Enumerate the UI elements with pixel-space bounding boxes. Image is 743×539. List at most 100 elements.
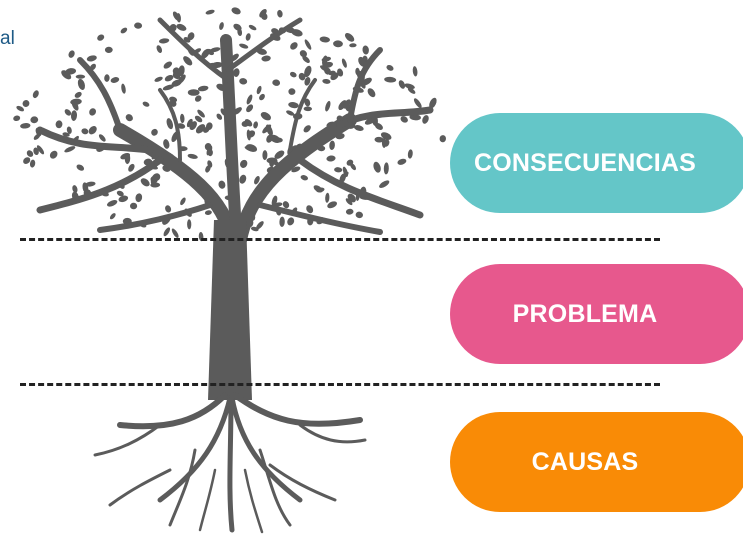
leaf [134,22,143,29]
leaf [303,106,312,112]
leaf [367,88,376,98]
leaf [262,150,268,161]
leaf [362,45,369,55]
leaf [412,66,418,77]
leaf [353,125,364,131]
leaf [383,139,390,147]
leaf [303,125,311,133]
leaf [218,180,226,189]
leaf [116,190,124,197]
leaf [163,227,171,237]
leaf [65,68,77,75]
leaf [342,166,349,177]
leaf [245,33,251,41]
leaf [195,124,206,134]
leaf [205,165,211,173]
leaf [304,98,311,107]
leaf [239,78,248,85]
leaf [350,163,357,171]
leaf [163,61,173,69]
problema-pill: PROBLEMA [450,264,743,364]
leaf [107,200,118,207]
leaf [32,90,39,99]
leaf [49,150,58,159]
leaf [349,43,357,48]
leaf [74,91,82,98]
leaf [272,79,281,86]
leaf [274,150,285,159]
leaf [180,197,186,206]
leaf [20,123,31,129]
leaf [291,29,303,37]
causas-label: CAUSAS [531,447,639,476]
leaf [256,85,262,95]
leaf [75,74,86,79]
leaf [358,56,366,67]
leaf [269,134,281,143]
leaf [265,124,273,136]
leaf [219,22,224,30]
leaf [271,195,278,207]
leaf [104,74,110,82]
leaf [407,149,413,159]
leaf [130,202,138,210]
leaf [288,88,296,95]
leaf [355,211,363,219]
leaf [125,114,133,122]
leaf [383,162,389,175]
leaf [72,185,78,193]
leaf [345,208,354,215]
leaf [364,117,376,125]
corner-cropped-text: al [0,28,15,49]
leaf [88,126,97,135]
leaf [197,85,209,92]
leaf [397,158,407,165]
leaf [26,150,34,157]
leaf [162,84,175,91]
leaf [326,155,336,162]
leaf [89,108,97,116]
leaf [260,12,268,20]
leaf [409,114,421,121]
leaf [384,76,397,83]
leaf [216,113,223,120]
leaf [120,27,128,34]
leaf [279,216,285,227]
causas-pill: CAUSAS [450,412,743,512]
leaf [33,147,39,156]
leaf [76,164,85,171]
leaf [158,38,170,44]
leaf [233,23,242,31]
leaf [150,173,159,185]
leaf [261,55,271,62]
leaf [240,159,248,168]
leaf [197,109,205,118]
leaf [194,95,202,102]
leaf [16,105,25,112]
leaf [209,47,221,53]
leaf [68,50,75,58]
leaf [13,115,21,122]
leaf [77,78,85,90]
leaf [81,128,89,135]
leaf [246,94,253,105]
leaf [150,182,161,188]
leaf [97,34,105,41]
leaf [29,159,36,168]
leaf [166,118,174,130]
leaf [373,161,381,173]
leaf [256,221,264,230]
leaf [204,210,212,215]
leaf [172,72,181,80]
leaf [233,68,240,77]
leaf [186,118,193,128]
leaf [183,36,191,43]
leaf [180,113,185,124]
leaf [189,121,197,131]
leaf [316,187,325,193]
leaf [322,61,334,69]
leaf [142,101,150,107]
problema-label: PROBLEMA [512,299,658,328]
leaf [194,115,203,123]
